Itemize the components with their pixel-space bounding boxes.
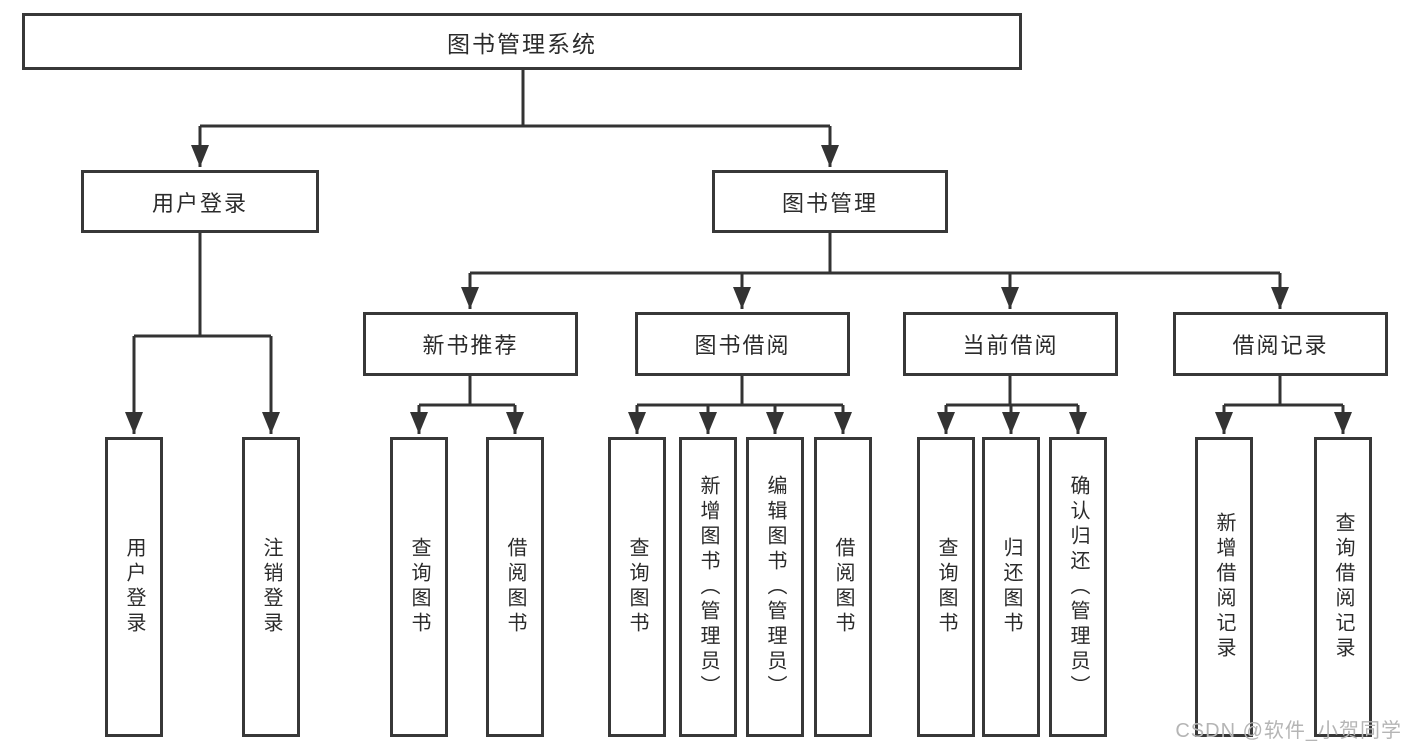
leaf-add-book-admin: 新增图书（管理员） <box>679 437 737 737</box>
node-borrow-records: 借阅记录 <box>1173 312 1388 376</box>
node-book-borrowing: 图书借阅 <box>635 312 850 376</box>
leaf-borrow-books-recommend: 借阅图书 <box>486 437 544 737</box>
connector-root-trunk <box>200 69 830 128</box>
connector-book-mgmt-trunk <box>470 233 1280 275</box>
connector-user-login-trunk <box>134 233 271 338</box>
leaf-logout: 注销登录 <box>242 437 300 737</box>
connector-current-borrowing-trunk <box>946 376 1078 407</box>
leaf-query-books-current: 查询图书 <box>917 437 975 737</box>
connector-borrow-records-trunk <box>1224 376 1343 407</box>
node-book-management: 图书管理 <box>712 170 948 233</box>
leaf-borrow-books-borrowing: 借阅图书 <box>814 437 872 737</box>
leaf-edit-book-admin: 编辑图书（管理员） <box>746 437 804 737</box>
leaf-query-books-recommend: 查询图书 <box>390 437 448 737</box>
csdn-watermark: CSDN @软件_小贺同学 <box>1175 720 1402 742</box>
connector-new-book-trunk <box>419 376 515 407</box>
leaf-user-login: 用户登录 <box>105 437 163 737</box>
node-new-book-recommend: 新书推荐 <box>363 312 578 376</box>
node-current-borrowing: 当前借阅 <box>903 312 1118 376</box>
leaf-add-borrow-record: 新增借阅记录 <box>1195 437 1253 737</box>
node-library-management-system: 图书管理系统 <box>22 13 1022 70</box>
leaf-query-borrow-record: 查询借阅记录 <box>1314 437 1372 737</box>
node-user-login: 用户登录 <box>81 170 319 233</box>
leaf-return-book: 归还图书 <box>982 437 1040 737</box>
connector-book-borrowing-trunk <box>637 376 843 407</box>
leaf-query-books-borrowing: 查询图书 <box>608 437 666 737</box>
leaf-confirm-return-admin: 确认归还（管理员） <box>1049 437 1107 737</box>
